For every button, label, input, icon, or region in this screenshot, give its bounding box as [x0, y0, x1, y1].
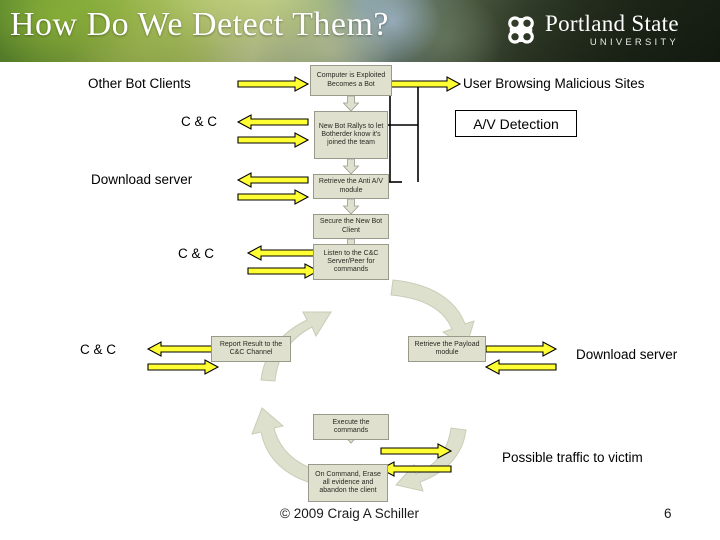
av-detection-box: A/V Detection: [455, 110, 577, 137]
flow-arrow-antiav-secure: [343, 198, 359, 215]
yellow-arrow-cc1-out: [237, 132, 310, 148]
footer-page-number: 6: [664, 506, 672, 521]
botnet-lifecycle-diagram: Computer is Exploited Becomes a Bot New …: [0, 62, 720, 540]
yellow-arrow-download1-out: [237, 189, 310, 205]
psu-wordmark: Portland State UNIVERSITY: [545, 12, 679, 48]
yellow-arrow-other-bot-clients-out: [237, 76, 310, 92]
label-cc-1: C & C: [181, 114, 218, 129]
flow-arrow-rally-antiav: [343, 158, 359, 175]
psu-name: Portland State: [545, 11, 679, 37]
psu-clover-icon: [508, 16, 534, 44]
label-download-server-1: Download server: [91, 172, 193, 187]
label-possible-traffic: Possible traffic to victim: [502, 450, 643, 465]
yellow-arrow-cc1-in: [236, 114, 309, 130]
node-listen: Listen to the C&C Server/Peer for comman…: [313, 244, 389, 280]
diagram-arrows-layer: [146, 76, 558, 492]
node-report: Report Result to the C&C Channel: [211, 336, 291, 362]
yellow-arrow-possible-traffic-out: [380, 443, 453, 459]
node-exploited: Computer is Exploited Becomes a Bot: [310, 65, 392, 96]
node-erase: On Command, Erase all evidence and aband…: [308, 464, 388, 502]
yellow-arrow-download1-in: [236, 172, 309, 188]
page-title: How Do We Detect Them?: [10, 6, 390, 43]
yellow-arrow-cc2-out: [247, 263, 320, 279]
node-rally: New Bot Rallys to let Botherder know it'…: [314, 111, 388, 159]
label-cc-2: C & C: [178, 246, 215, 261]
yellow-arrow-cc3-out: [147, 359, 220, 375]
node-secure: Secure the New Bot Client: [313, 214, 389, 239]
yellow-arrow-download2-out: [485, 341, 558, 357]
label-other-bot-clients: Other Bot Clients: [88, 76, 191, 91]
cycle-arrow-execute-to-report: [251, 407, 314, 483]
yellow-arrow-download2-in: [484, 359, 557, 375]
label-user-browsing: User Browsing Malicious Sites: [463, 76, 645, 91]
flow-arrow-exploited-rally: [343, 95, 359, 112]
slide-header-banner: How Do We Detect Them? Portland State UN…: [0, 0, 720, 62]
label-cc-3: C & C: [80, 342, 117, 357]
cycle-arrow-payload-to-execute: [395, 427, 467, 492]
psu-subtitle: UNIVERSITY: [589, 37, 679, 49]
node-antiav: Retrieve the Anti A/V module: [313, 174, 389, 199]
node-payload: Retrieve the Payload module: [408, 336, 486, 362]
footer-copyright: © 2009 Craig A Schiller: [280, 506, 420, 521]
portland-state-logo: Portland State UNIVERSITY: [503, 12, 679, 48]
yellow-arrow-cc2-in: [246, 245, 319, 261]
node-execute: Execute the commands: [313, 414, 389, 440]
yellow-arrow-user-browsing: [389, 76, 462, 92]
yellow-arrow-cc3-in: [146, 341, 219, 357]
label-download-server-2: Download server: [576, 347, 678, 362]
